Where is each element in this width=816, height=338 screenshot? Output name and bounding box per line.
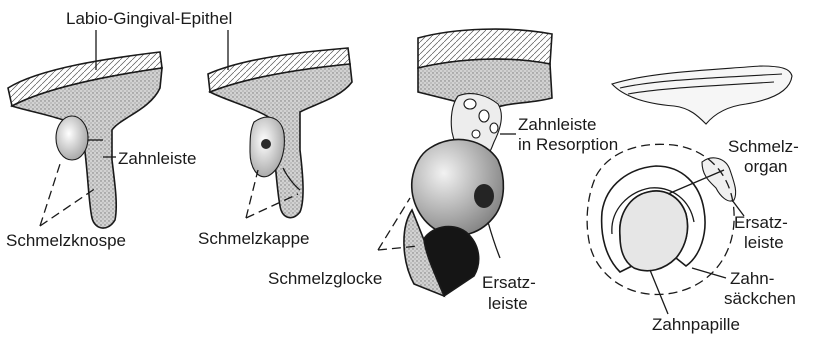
label-dental-lamina: Zahnleiste: [118, 149, 196, 168]
label-epithelium: Labio-Gingival-Epithel: [66, 9, 232, 28]
histology-stage: [587, 66, 792, 294]
label-replacement-right-line2: leiste: [744, 233, 784, 252]
label-enamel-organ-line1: Schmelz-: [728, 137, 799, 156]
label-lamina-resorption-line2: in Resorption: [518, 135, 618, 154]
label-follicle-line2: säckchen: [724, 289, 796, 308]
label-follicle-line1: Zahn-: [730, 269, 774, 288]
label-bell: Schmelzglocke: [268, 269, 382, 288]
label-replacement-left-line2: leiste: [488, 294, 528, 313]
enamel-bud: [56, 116, 88, 160]
bell-stage: [404, 29, 552, 296]
label-lamina-resorption-line1: Zahnleiste: [518, 115, 596, 134]
label-enamel-organ-line2: organ: [744, 157, 787, 176]
bud-stage: [8, 52, 162, 228]
label-replacement-left-line1: Ersatz-: [482, 273, 536, 292]
label-replacement-right-line1: Ersatz-: [734, 213, 788, 232]
label-papilla: Zahnpapille: [652, 315, 740, 334]
label-bud: Schmelzknospe: [6, 231, 126, 250]
cap-stage: [208, 48, 352, 218]
replacement-lamina-bud: [702, 158, 736, 201]
label-cap: Schmelzkappe: [198, 229, 310, 248]
